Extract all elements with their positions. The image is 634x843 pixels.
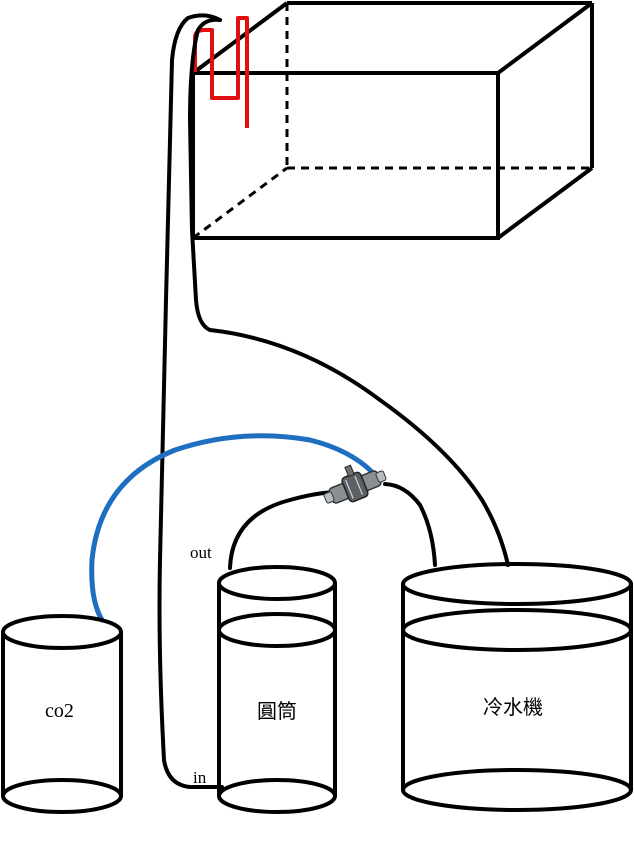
aquarium-tank <box>191 1 594 240</box>
check-valve <box>323 464 387 504</box>
chiller-input-hose <box>383 482 437 567</box>
canister-filter <box>217 565 337 814</box>
in-label: in <box>193 768 207 787</box>
out-label: out <box>190 543 212 562</box>
canister-output-hose <box>228 490 337 570</box>
chiller-label: 冷水機 <box>483 695 543 719</box>
return-hose <box>157 13 224 789</box>
intake-hose <box>188 17 510 567</box>
co2-label: co2 <box>45 700 74 722</box>
chiller-unit <box>401 562 633 812</box>
tank-top-right-edge <box>496 1 594 75</box>
tank-front-face <box>191 71 500 240</box>
co2-cylinder <box>1 614 123 814</box>
tank-right-bottom-edge <box>496 166 594 240</box>
canister-label: 圓筒 <box>257 699 297 723</box>
co2-tube <box>89 433 375 623</box>
tank-hidden-edges <box>192 3 592 240</box>
